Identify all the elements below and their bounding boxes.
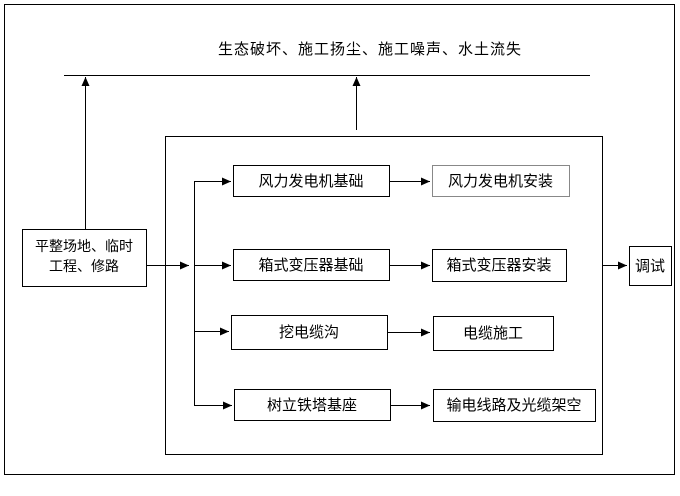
row4-left-label: 树立铁塔基座 [266,395,357,414]
start-box [22,229,147,287]
row3-right-box [433,316,554,351]
row2-right-box [432,249,567,282]
row3-right-label: 电缆施工 [462,324,523,342]
row2-right-label: 箱式变压器安装 [446,256,552,274]
row1-left-box [233,165,390,197]
row1-right-label: 风力发电机安装 [447,171,553,190]
start-label: 平整场地、临时 工程、修路 [22,229,146,286]
outer-frame [4,4,675,475]
impacts-label: 生态破坏、施工扬尘、施工噪声、水土流失 [217,40,522,58]
start-label-line1: 平整场地、临时 [35,238,133,255]
end-box [629,246,672,286]
row2-left-box [233,249,390,281]
row2-left-label: 箱式变压器基础 [258,255,364,274]
row4-right-box [433,389,596,422]
row4-right-label: 输电线路及光缆架空 [446,396,582,414]
row4-left-box [234,389,391,421]
start-label-line2: 工程、修路 [49,258,119,275]
construction-frame [165,136,603,455]
row1-right-box [432,165,570,197]
row3-left-label: 挖电缆沟 [278,323,339,341]
end-label: 调试 [634,256,665,275]
row3-left-box [231,315,388,350]
row1-left-label: 风力发电机基础 [258,171,364,190]
